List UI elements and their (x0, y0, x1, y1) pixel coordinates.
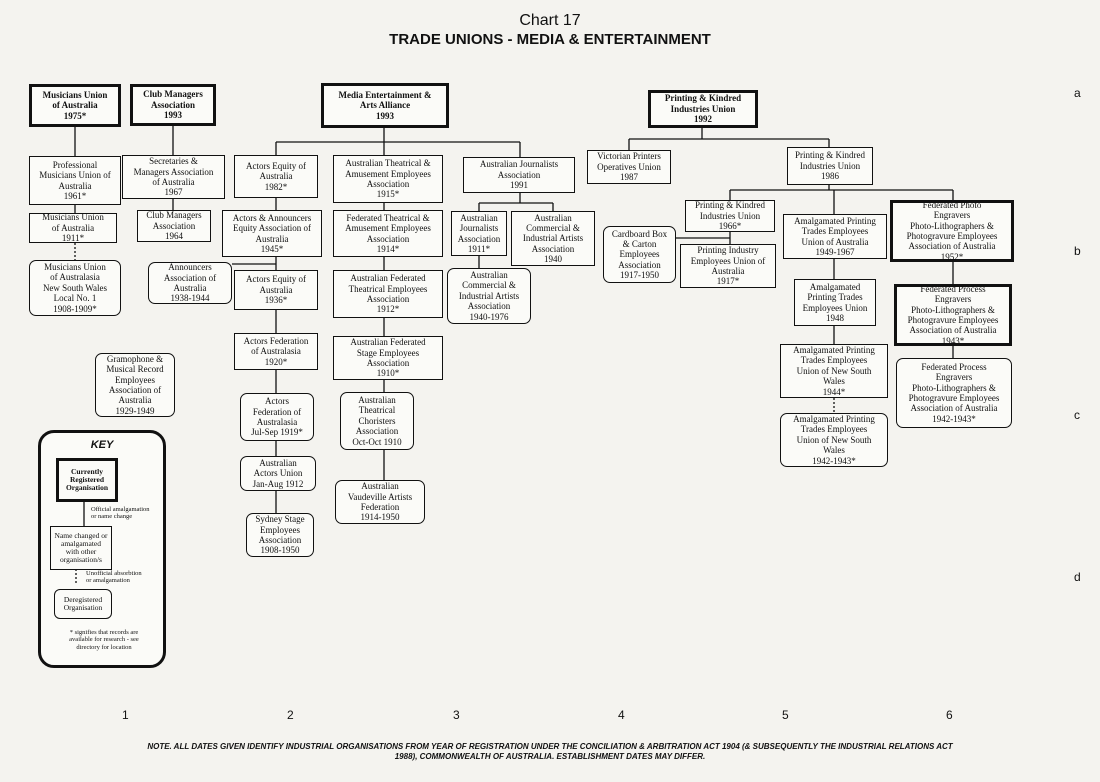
org-professional-musicians: Professional Musicians Union of Australi… (29, 156, 121, 205)
org-victorian-printers: Victorian Printers Operatives Union 1987 (587, 150, 671, 184)
org-printing-kindred-1992: Printing & Kindred Industries Union 1992 (648, 90, 758, 128)
key-name-changed: Name changed or amalgamated with other o… (50, 526, 112, 570)
org-musicians-union-1975: Musicians Union of Australia 1975* (29, 84, 121, 127)
footnote: NOTE. ALL DATES GIVEN IDENTIFY INDUSTRIA… (147, 742, 953, 761)
key-lines (75, 502, 85, 585)
org-photo-engravers-1952: Federated Photo Engravers Photo-Lithogra… (890, 200, 1014, 262)
org-journalists-1991: Australian Journalists Association 1991 (463, 157, 575, 193)
org-commercial-artists-1940-1976: Australian Commercial & Industrial Artis… (447, 268, 531, 324)
org-musicians-nsw: Musicians Union of Australasia New South… (29, 260, 121, 316)
org-secretaries-managers: Secretaries & Managers Association of Au… (122, 155, 225, 199)
org-amalg-printing-1948: Amalgamated Printing Trades Employees Un… (794, 279, 876, 326)
column-label-5: 5 (782, 708, 789, 722)
org-musicians-union-1911: Musicians Union of Australia 1911* (29, 212, 117, 243)
org-amalg-printing-nsw-1942: Amalgamated Printing Trades Employees Un… (780, 413, 888, 467)
key-unofficial-label: Unofficial absorbtion or amalgamation (86, 570, 142, 585)
row-label-a: a (1074, 86, 1081, 100)
org-commercial-artists-1940: Australian Commercial & Industrial Artis… (511, 211, 595, 266)
org-printing-kindred-1986: Printing & Kindred Industries Union 1986 (787, 147, 873, 185)
column-label-2: 2 (287, 708, 294, 722)
org-process-engravers-1943: Federated Process Engravers Photo-Lithog… (894, 284, 1012, 346)
column-label-6: 6 (946, 708, 953, 722)
legend-key: KEY Currently Registered Organisation Of… (38, 430, 166, 668)
org-meaa-1993: Media Entertainment & Arts Alliance 1993 (321, 83, 449, 128)
key-title: KEY (90, 439, 114, 451)
key-asterisk-note: * signifies that records are available f… (69, 629, 139, 651)
chart-title: Chart 17 (519, 12, 581, 29)
org-amalg-printing-1949: Amalgamated Printing Trades Employees Un… (783, 214, 887, 259)
org-amalg-printing-nsw-1944: Amalgamated Printing Trades Employees Un… (780, 344, 888, 398)
chart-subtitle: TRADE UNIONS - MEDIA & ENTERTAINMENT (389, 31, 711, 48)
key-current-registered: Currently Registered Organisation (56, 458, 118, 502)
key-official-label: Official amalgamation or name change (91, 506, 150, 521)
org-actors-announcers: Actors & Announcers Equity Association o… (222, 210, 322, 257)
column-label-3: 3 (453, 708, 460, 722)
column-label-4: 4 (618, 708, 625, 722)
org-vaudeville: Australian Vaudeville Artists Federation… (335, 480, 425, 524)
org-federated-theatrical-1914: Federated Theatrical & Amusement Employe… (333, 210, 443, 257)
org-actors-federation-1919: Actors Federation of Australasia Jul-Sep… (240, 393, 314, 441)
org-actors-union-1912: Australian Actors Union Jan-Aug 1912 (240, 456, 316, 491)
org-theatrical-choristers: Australian Theatrical Choristers Associa… (340, 392, 414, 450)
row-label-d: d (1074, 570, 1081, 584)
key-deregistered: Deregistered Organisation (54, 589, 112, 619)
org-aus-fed-theatrical-1912: Australian Federated Theatrical Employee… (333, 270, 443, 318)
org-sydney-stage: Sydney Stage Employees Association 1908-… (246, 513, 314, 557)
org-gramophone: Gramophone & Musical Record Employees As… (95, 353, 175, 417)
org-cardboard-box: Cardboard Box & Carton Employees Associa… (603, 226, 676, 283)
org-ataea-1915: Australian Theatrical & Amusement Employ… (333, 155, 443, 203)
row-label-b: b (1074, 244, 1081, 258)
org-club-managers-1964: Club Managers Association 1964 (137, 210, 211, 242)
org-actors-equity-1982: Actors Equity of Australia 1982* (234, 155, 318, 198)
org-aus-fed-stage-1910: Australian Federated Stage Employees Ass… (333, 336, 443, 380)
org-printing-industry-1917: Printing Industry Employees Union of Aus… (680, 244, 776, 288)
org-announcers: Announcers Association of Australia 1938… (148, 262, 232, 304)
org-club-managers-1993: Club Managers Association 1993 (130, 84, 216, 126)
org-actors-equity-1936: Actors Equity of Australia 1936* (234, 270, 318, 310)
org-printing-kindred-1966: Printing & Kindred Industries Union 1966… (685, 200, 775, 232)
org-journalists-1911: Australian Journalists Association 1911* (451, 211, 507, 256)
row-label-c: c (1074, 408, 1080, 422)
org-actors-federation-1920: Actors Federation of Australasia 1920* (234, 333, 318, 370)
column-label-1: 1 (122, 708, 129, 722)
org-process-engravers-1942: Federated Process Engravers Photo-Lithog… (896, 358, 1012, 428)
